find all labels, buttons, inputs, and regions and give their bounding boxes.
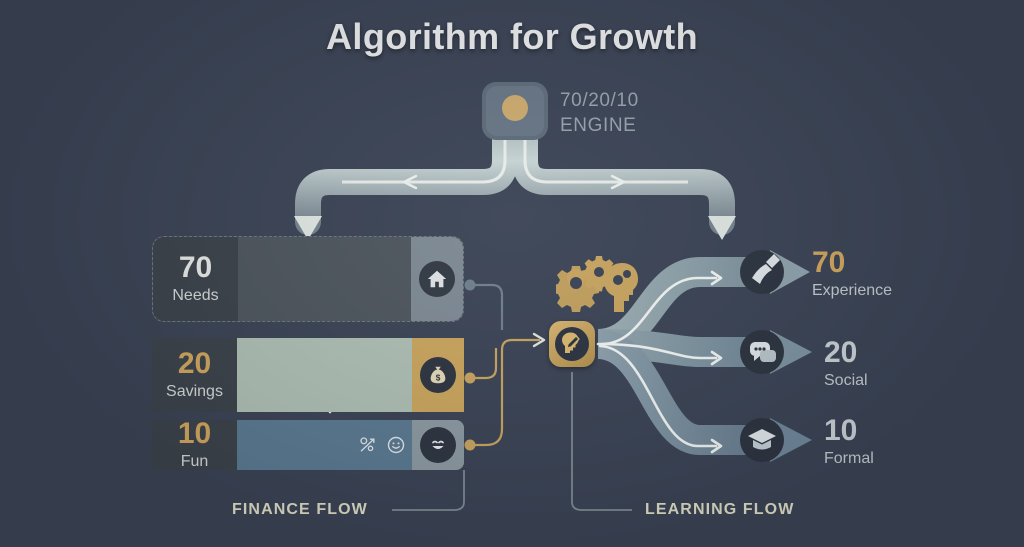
finance-track-needs: [238, 237, 411, 321]
finance-endcap-savings: $: [412, 338, 464, 412]
finance-label-needs: Needs: [172, 286, 219, 304]
finance-track-fun: [237, 420, 412, 470]
head-with-pencil-icon[interactable]: [549, 321, 595, 367]
learning-badge-formal: [740, 418, 784, 462]
smiley-icon: [420, 427, 456, 463]
learning-value-social: 20: [824, 336, 858, 369]
finance-endcap-fun: [412, 420, 464, 470]
fun-icon-group: [358, 435, 406, 455]
svg-text:$: $: [436, 374, 441, 383]
finance-chip-savings: 20 Savings: [152, 338, 254, 412]
house-icon: [419, 261, 455, 297]
learning-node-inner: [555, 327, 589, 361]
finance-label-fun: Fun: [180, 452, 209, 470]
caption-connectors: [392, 372, 632, 511]
finance-track-savings: [237, 338, 412, 412]
finance-to-learning-connectors: [464, 279, 546, 451]
finance-endcap-needs: [411, 237, 463, 321]
money-bag-icon: $: [420, 357, 456, 393]
finance-flow-caption: FINANCE FLOW: [232, 501, 368, 518]
engine-label-line2: ENGINE: [560, 115, 637, 136]
learning-metric-formal: 10 Formal: [824, 416, 874, 468]
finance-row-fun[interactable]: 10 Fun: [152, 420, 464, 470]
learning-metric-social: 20 Social: [824, 338, 868, 390]
finance-chip-needs: 70 Needs: [153, 237, 255, 321]
learning-value-experience: 70: [812, 246, 846, 279]
learning-label-formal: Formal: [824, 450, 874, 467]
learning-badge-experience: [740, 250, 784, 294]
learning-badge-social: [740, 330, 784, 374]
gears-brain-icon: [553, 250, 638, 321]
learning-value-formal: 10: [824, 414, 858, 447]
learning-label-social: Social: [824, 372, 868, 389]
finance-value-fun: 10: [177, 420, 212, 450]
finance-label-savings: Savings: [166, 382, 223, 400]
smiley-outline-icon: [387, 436, 405, 454]
learning-flow-caption: LEARNING FLOW: [645, 501, 795, 518]
engine-pipes: [294, 99, 736, 240]
learning-metric-experience: 70 Experience: [812, 248, 892, 300]
finance-row-needs[interactable]: 70 Needs: [152, 236, 464, 322]
learning-label-experience: Experience: [812, 282, 893, 299]
sports-darts-icon: [360, 437, 375, 452]
finance-value-savings: 20: [177, 346, 212, 380]
finance-value-needs: 70: [178, 250, 213, 284]
page-title: Algorithm for Growth: [326, 16, 698, 57]
finance-chip-fun: 10 Fun: [152, 420, 254, 470]
engine-node-icon[interactable]: [482, 82, 548, 140]
engine-label-line1: 70/20/10: [560, 90, 639, 111]
engine-label: 70/20/10 ENGINE: [560, 88, 639, 138]
finance-row-savings[interactable]: 20 Savings $: [152, 338, 464, 412]
